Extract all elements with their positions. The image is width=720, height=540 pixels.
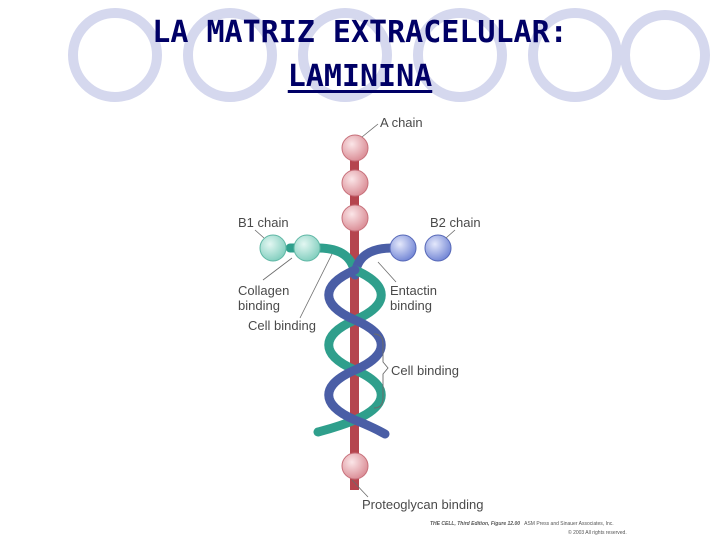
slide-subtitle: LAMININA (0, 60, 720, 94)
slide-title: LA MATRIZ EXTRACELULAR: (152, 15, 568, 50)
credit-publisher: ASM Press and Sinauer Associates, Inc. (524, 521, 614, 527)
label-entactin-line2: binding (390, 298, 432, 313)
leader-cell-left (299, 253, 333, 319)
ring-4 (413, 8, 507, 102)
a-chain-overlay-2 (350, 392, 359, 402)
leader-proteoglycan (351, 479, 369, 498)
ring-1 (68, 8, 162, 102)
a-chain-overlay-1 (350, 296, 359, 306)
label-cell-binding-right: Cell binding (391, 363, 459, 378)
label-collagen-line1: Collagen (238, 283, 289, 298)
b2-domain-1 (389, 234, 417, 262)
label-cell-binding-left: Cell binding (248, 318, 316, 333)
leader-a-chain (361, 123, 379, 138)
credit-rights: © 2003 All rights reserved. (568, 529, 627, 536)
b2-coil-strand (324, 265, 390, 439)
label-a-chain: A chain (380, 115, 423, 130)
b1-domain-1 (259, 234, 287, 262)
leader-b2-chain (445, 229, 456, 239)
a-domain-2 (341, 169, 369, 197)
leader-b1-chain (254, 229, 265, 239)
decorative-rings (68, 8, 710, 102)
label-b1-chain: B1 chain (238, 215, 289, 230)
ring-6 (620, 10, 710, 100)
a-domain-3 (341, 204, 369, 232)
label-proteoglycan-binding: Proteoglycan binding (362, 497, 483, 512)
a-domain-1 (341, 134, 369, 162)
b2-domain-2 (424, 234, 452, 262)
label-entactin-line1: Entactin (390, 283, 437, 298)
ring-2 (183, 8, 277, 102)
credit-source: THE CELL, Third Edition, Figure 12.00 AS… (430, 521, 614, 527)
leader-entactin (377, 261, 397, 283)
ring-5 (528, 8, 622, 102)
ring-3 (298, 8, 392, 102)
a-domain-g (341, 452, 369, 480)
label-collagen-line2: binding (238, 298, 280, 313)
b1-domain-2 (293, 234, 321, 262)
cell-binding-bracket (373, 333, 389, 409)
leader-collagen (262, 257, 293, 281)
label-b2-chain: B2 chain (430, 215, 481, 230)
slide-subtitle-text: LAMININA (287, 59, 433, 94)
credit-source-title: THE CELL, Third Edition, Figure 12.00 (430, 521, 520, 527)
